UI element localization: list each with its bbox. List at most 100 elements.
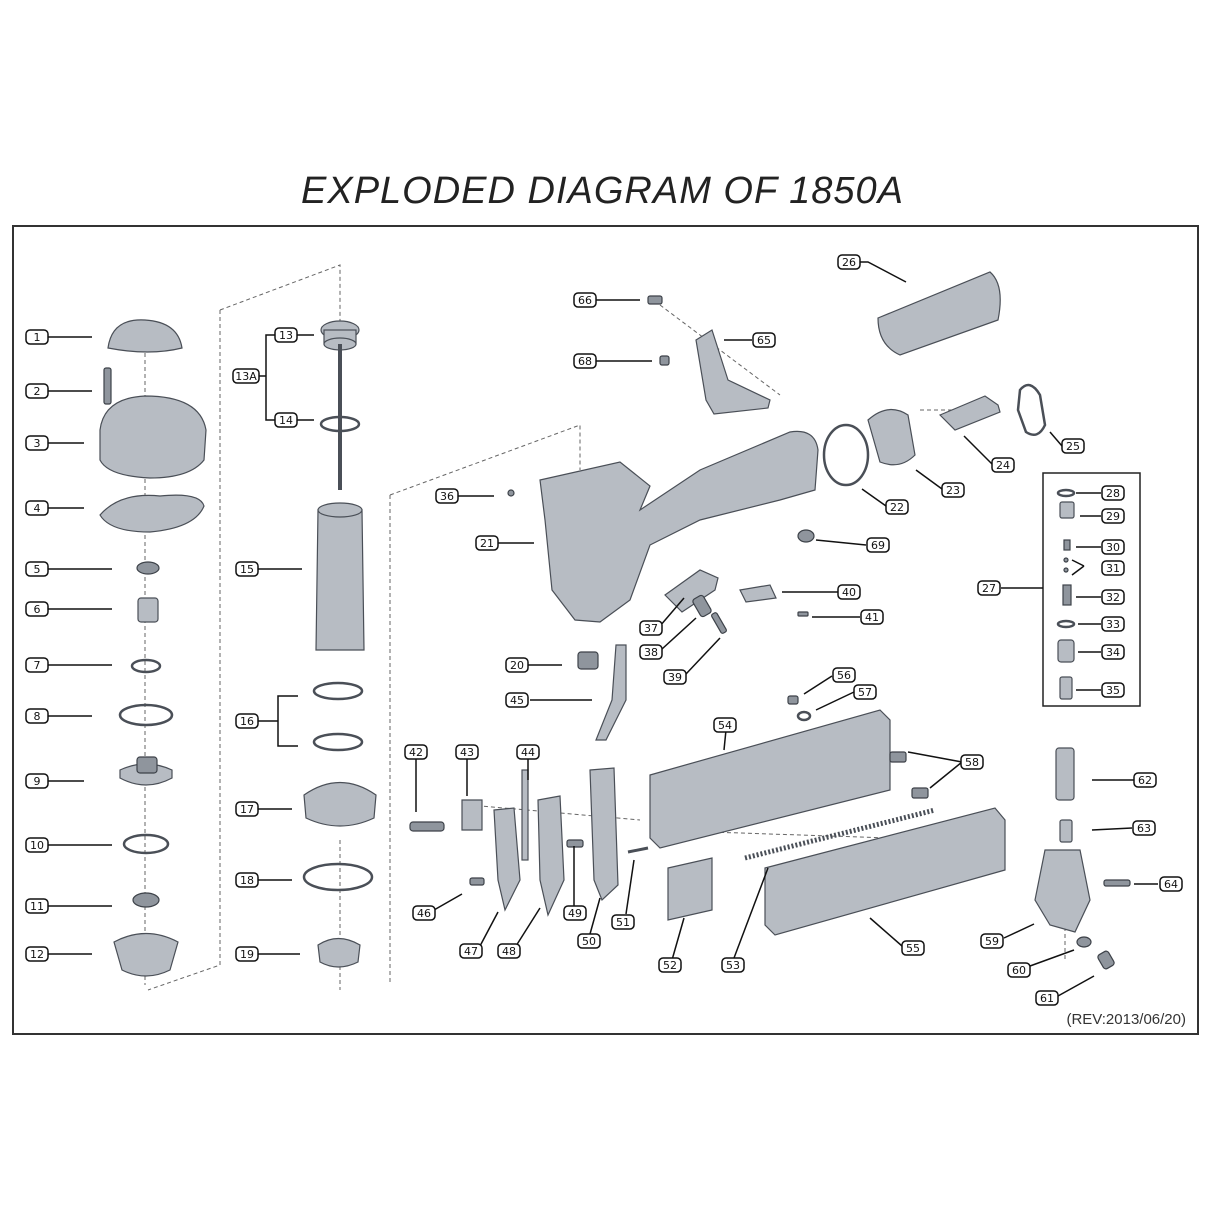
part-label-box xyxy=(577,933,601,949)
part-3-cylinder-cap xyxy=(99,395,207,479)
part-label-text: 62 xyxy=(1138,774,1152,787)
part-label-40: 40 xyxy=(837,584,861,600)
part-31-a xyxy=(1063,557,1069,563)
part-label-box xyxy=(1159,876,1183,892)
part-label-15: 15 xyxy=(235,561,259,577)
part-23-end-cap xyxy=(867,409,916,466)
parts-magazine xyxy=(409,695,1006,936)
diagram-frame xyxy=(12,225,1199,1035)
part-label-21: 21 xyxy=(475,535,499,551)
part-label-text: 65 xyxy=(757,334,771,347)
part-label-box xyxy=(663,669,687,685)
part-label-text: 26 xyxy=(842,256,856,269)
part-label-box xyxy=(455,744,479,760)
part-63-spring xyxy=(1059,819,1073,843)
part-6-spring xyxy=(137,597,159,623)
part-31-b xyxy=(1063,567,1069,573)
part-label-text: 32 xyxy=(1106,591,1120,604)
part-40-plate xyxy=(739,584,777,603)
part-label-58: 58 xyxy=(960,754,984,770)
part-label-38: 38 xyxy=(639,644,663,660)
part-label-text: 23 xyxy=(946,484,960,497)
part-label-box xyxy=(25,500,49,516)
part-label-box xyxy=(853,684,877,700)
part-label-box xyxy=(25,898,49,914)
part-8-oring xyxy=(118,703,174,727)
part-label-box xyxy=(1007,962,1031,978)
part-69-nut xyxy=(797,529,815,543)
part-label-text: 63 xyxy=(1137,822,1151,835)
part-46-screw xyxy=(469,877,485,886)
diagram-title: EXPLODED DIAGRAM OF 1850A xyxy=(301,170,904,212)
part-label-box xyxy=(639,620,663,636)
part-label-text: 58 xyxy=(965,756,979,769)
part-9-hub xyxy=(136,756,158,774)
part-label-box xyxy=(611,914,635,930)
part-59-pusher xyxy=(1034,849,1091,933)
part-label-59: 59 xyxy=(980,933,1004,949)
part-label-5: 5 xyxy=(25,561,49,577)
part-57-washer xyxy=(796,710,812,722)
part-label-26: 26 xyxy=(837,254,861,270)
part-label-box xyxy=(25,601,49,617)
part-15-cylinder xyxy=(315,509,365,651)
part-label-text: 59 xyxy=(985,935,999,948)
part-label-box xyxy=(977,580,1001,596)
part-label-61: 61 xyxy=(1035,990,1059,1006)
part-55-magazine-channel xyxy=(764,807,1006,936)
part-label-50: 50 xyxy=(577,933,601,949)
part-14-oring xyxy=(319,415,361,433)
part-label-box xyxy=(837,254,861,270)
part-48-nose-plate xyxy=(537,795,565,917)
part-label-box xyxy=(1101,644,1125,660)
part-label-text: 6 xyxy=(34,603,41,616)
part-22-oring xyxy=(822,423,870,487)
part-label-box xyxy=(885,499,909,515)
part-label-37: 37 xyxy=(639,620,663,636)
part-47-nose-plate xyxy=(493,807,521,912)
part-label-text: 50 xyxy=(582,935,596,948)
part-label-box xyxy=(563,905,587,921)
part-label-text: 10 xyxy=(30,839,44,852)
part-39-pin xyxy=(711,612,727,634)
part-label-box xyxy=(235,801,259,817)
part-label-36: 36 xyxy=(435,488,459,504)
part-label-text: 46 xyxy=(417,907,431,920)
revision-text: (REV:2013/06/20) xyxy=(1066,1011,1186,1028)
part-label-4: 4 xyxy=(25,500,49,516)
part-label-box xyxy=(235,946,259,962)
part-label-text: 41 xyxy=(865,611,879,624)
part-label-text: 40 xyxy=(842,586,856,599)
part-label-text: 27 xyxy=(982,582,996,595)
part-58-plate-b xyxy=(911,787,929,799)
part-label-text: 43 xyxy=(460,746,474,759)
part-label-66: 66 xyxy=(573,292,597,308)
part-45-contact-arm xyxy=(595,644,627,741)
part-label-box xyxy=(516,744,540,760)
part-16-oring-b xyxy=(312,732,364,752)
part-label-text: 12 xyxy=(30,948,44,961)
part-label-text: 35 xyxy=(1106,684,1120,697)
part-37-trigger xyxy=(664,569,719,613)
part-label-box xyxy=(274,327,298,343)
part-16-oring-a xyxy=(312,681,364,701)
part-7-oring xyxy=(130,658,162,674)
part-label-31: 31 xyxy=(1101,560,1125,576)
part-label-box xyxy=(832,667,856,683)
part-label-41: 41 xyxy=(860,609,884,625)
part-label-18: 18 xyxy=(235,872,259,888)
part-label-44: 44 xyxy=(516,744,540,760)
part-label-49: 49 xyxy=(563,905,587,921)
part-label-text: 56 xyxy=(837,669,851,682)
part-label-text: 13 xyxy=(279,329,293,342)
part-label-46: 46 xyxy=(412,905,436,921)
part-label-35: 35 xyxy=(1101,682,1125,698)
part-1-cap xyxy=(107,319,183,353)
part-label-text: 18 xyxy=(240,874,254,887)
part-label-text: 9 xyxy=(34,775,41,788)
part-label-text: 38 xyxy=(644,646,658,659)
part-19-bumper xyxy=(317,937,361,968)
part-label-52: 52 xyxy=(658,957,682,973)
part-65-bracket xyxy=(695,329,771,415)
part-label-6: 6 xyxy=(25,601,49,617)
